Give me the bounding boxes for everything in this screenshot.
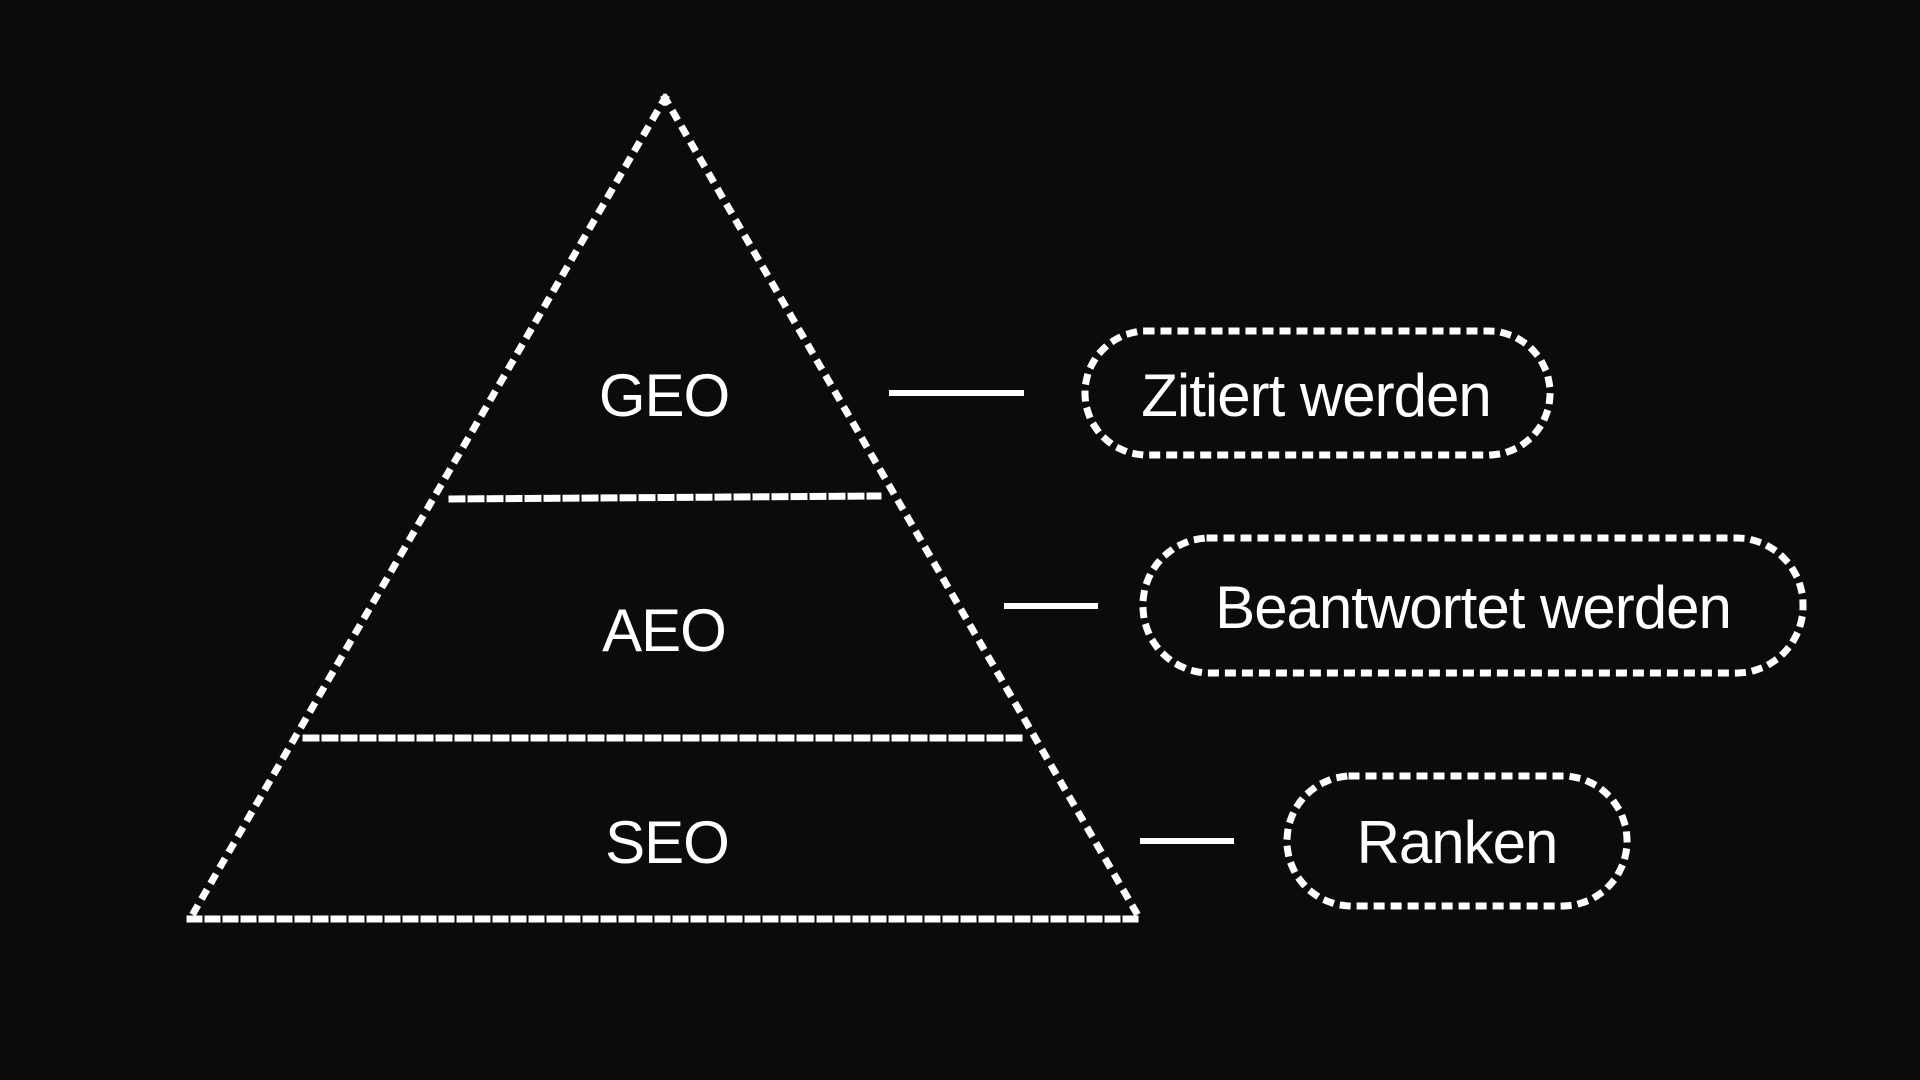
pill-outline-zitiert	[1081, 327, 1554, 459]
pill-outline-ranken	[1283, 772, 1631, 910]
pill-outline-beantwortet	[1139, 534, 1807, 677]
pyramid-left-edge	[185, 93, 670, 924]
tier-label-seo: SEO	[605, 809, 729, 876]
pyramid-outline	[185, 93, 1145, 924]
outcome-label-beantwortet: Beantwortet werden	[1215, 574, 1731, 641]
outcome-label-zitiert: Zitiert werden	[1141, 362, 1490, 429]
tier-divider-top	[448, 492, 882, 503]
tier-label-geo: GEO	[599, 362, 729, 429]
outcome-label-ranken: Ranken	[1357, 809, 1558, 876]
outcome-pills	[1081, 327, 1807, 910]
connectors	[889, 390, 1234, 844]
tier-label-aeo: AEO	[602, 597, 726, 664]
pyramid-right-edge	[660, 93, 1145, 924]
